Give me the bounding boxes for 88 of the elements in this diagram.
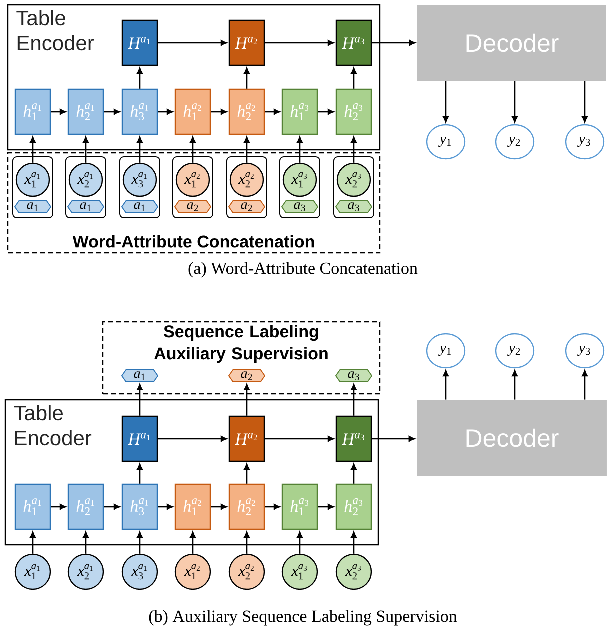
arrow	[297, 532, 303, 554]
arrow	[318, 504, 334, 510]
arrow	[244, 532, 250, 554]
arrow	[351, 136, 357, 163]
attribute-tag: $a_3$	[281, 200, 319, 214]
hidden-state-box: $h_1^{a_1}$	[14, 484, 52, 530]
attribute-tag: $a_3$	[335, 200, 373, 214]
group-box	[66, 156, 106, 218]
arrow	[297, 136, 303, 163]
arrow	[211, 109, 228, 115]
attribute-state-box: $H^{a_2}$	[228, 20, 266, 66]
arrow	[244, 384, 250, 416]
hidden-state-box: $h_1^{a_2}$	[174, 484, 212, 530]
arrow	[265, 40, 334, 46]
arrow	[443, 81, 449, 123]
attribute-state-box: $H^{a_3}$	[336, 416, 372, 462]
arrow	[51, 504, 66, 510]
arrow	[582, 81, 588, 123]
group-box	[334, 156, 374, 218]
decoder-box: Decoder	[418, 5, 606, 81]
attribute-state-box: $H^{a_3}$	[336, 20, 372, 66]
group-box	[172, 156, 214, 218]
arrow	[318, 109, 334, 115]
hidden-state-box: $h_3^{a_1}$	[122, 88, 158, 136]
arrow	[83, 532, 89, 554]
attribute-tag: $a_1$	[14, 200, 52, 214]
group-box	[226, 156, 268, 218]
arrow	[351, 532, 357, 554]
arrow	[83, 136, 89, 163]
attribute-state-box: $H^{a_1}$	[122, 20, 158, 66]
arrow	[137, 68, 143, 89]
arrow	[211, 504, 228, 510]
arrow	[265, 504, 280, 510]
attribute-tag: $a_2$	[228, 200, 266, 214]
arrow	[512, 370, 518, 400]
arrow	[351, 68, 357, 89]
attribute-tag: $a_1$	[121, 200, 159, 214]
decoder-box: Decoder	[417, 400, 607, 476]
attribute-tag: $a_1$	[67, 200, 105, 214]
arrow	[137, 136, 143, 163]
arrow	[30, 532, 36, 554]
hidden-state-box: $h_2^{a_1}$	[68, 484, 104, 530]
arrow	[372, 436, 416, 442]
arrow	[244, 68, 250, 89]
arrow	[351, 464, 357, 484]
arrow	[190, 532, 196, 554]
arrow	[137, 464, 143, 484]
arrow	[351, 384, 357, 416]
hidden-state-box: $h_2^{a_3}$	[336, 484, 372, 530]
arrow	[265, 436, 334, 442]
arrow	[158, 40, 228, 46]
arrow	[372, 40, 416, 46]
attribute-state-box: $H^{a_2}$	[228, 416, 266, 462]
attribute-tag: $a_2$	[174, 200, 212, 214]
attribute-tag: $a_3$	[335, 370, 373, 382]
arrow	[51, 109, 66, 115]
caption: (b) Auxiliary Sequence Labeling Supervision	[149, 610, 458, 626]
arrow	[190, 136, 196, 163]
arrow	[265, 109, 280, 115]
arrow	[104, 109, 120, 115]
arrow	[158, 436, 228, 442]
attribute-tag: $a_1$	[121, 370, 159, 382]
hidden-state-box: $h_2^{a_2}$	[228, 484, 266, 530]
group-box	[120, 156, 160, 218]
arrow	[158, 109, 174, 115]
hidden-state-box: $h_1^{a_3}$	[282, 484, 318, 530]
arrow	[512, 81, 518, 123]
hidden-state-box: $h_3^{a_1}$	[122, 484, 158, 530]
hidden-state-box: $h_2^{a_2}$	[228, 88, 266, 136]
arrow	[137, 532, 143, 554]
arrow	[137, 384, 143, 416]
hidden-state-box: $h_1^{a_2}$	[174, 88, 212, 136]
group-box	[280, 156, 320, 218]
attribute-tag: $a_2$	[228, 370, 266, 382]
hidden-state-box: $h_2^{a_1}$	[68, 88, 104, 136]
arrow	[244, 464, 250, 484]
hidden-state-box: $h_2^{a_3}$	[336, 88, 372, 136]
arrow	[582, 370, 588, 400]
arrow	[30, 136, 36, 163]
arrow	[158, 504, 174, 510]
group-box	[12, 156, 54, 218]
hidden-state-box: $h_1^{a_3}$	[282, 88, 318, 136]
attribute-state-box: $H^{a_1}$	[122, 416, 158, 462]
caption: (a) Word-Attribute Concatenation	[188, 262, 418, 278]
arrow	[244, 136, 250, 163]
arrow	[443, 370, 449, 400]
hidden-state-box: $h_1^{a_1}$	[14, 88, 52, 136]
arrow	[104, 504, 120, 510]
